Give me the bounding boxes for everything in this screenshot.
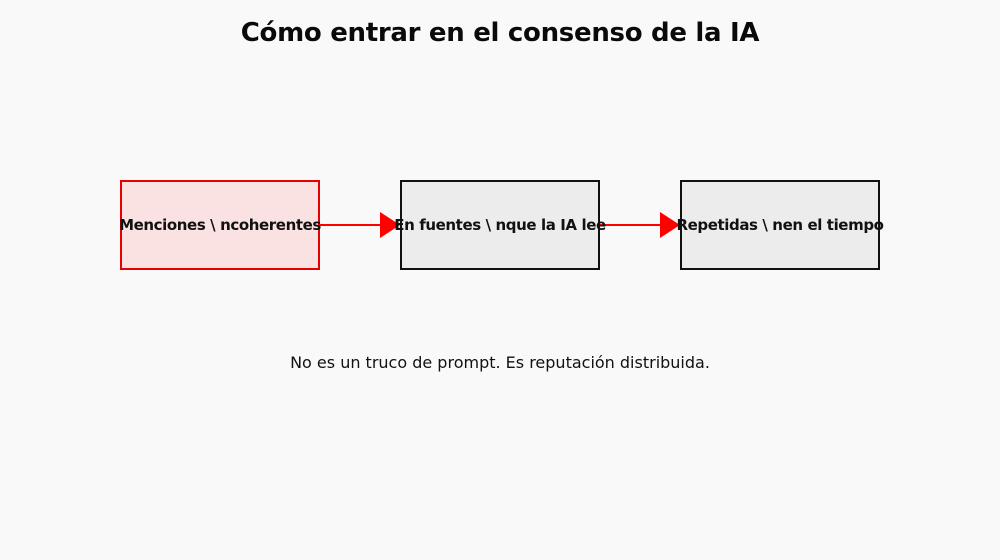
arrow-2-to-3 <box>600 212 680 238</box>
step-box-fuentes: En fuentes \ nque la IA lee <box>394 180 606 270</box>
diagram-title: Cómo entrar en el consenso de la IA <box>240 18 760 48</box>
step-box-repetidas: Repetidas \ nen el tiempo <box>676 180 884 270</box>
step-box-menciones: Menciones \ ncoherentes <box>119 180 321 270</box>
arrow-1-to-2 <box>320 212 400 238</box>
step-label: En fuentes \ nque la IA lee <box>394 216 606 234</box>
step-label: Menciones \ ncoherentes <box>119 216 321 234</box>
footer-caption: No es un truco de prompt. Es reputación … <box>290 353 710 372</box>
step-label: Repetidas \ nen el tiempo <box>676 216 884 234</box>
